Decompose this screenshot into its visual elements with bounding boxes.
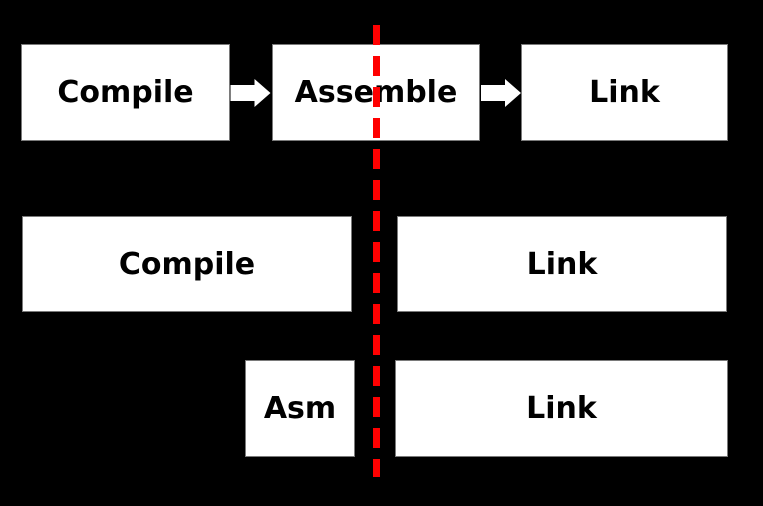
box-asm: Asm — [245, 360, 355, 457]
arrow-right-icon — [230, 79, 271, 107]
arrow-right-shape — [230, 79, 271, 107]
box-label-link: Link — [526, 391, 597, 426]
box-label-link: Link — [526, 246, 598, 282]
box-label-compile: Compile — [57, 75, 194, 110]
arrow-right-icon — [481, 79, 521, 107]
box-assemble-pipeline: Assemble — [272, 44, 480, 141]
box-label-link: Link — [589, 75, 660, 110]
box-label-compile: Compile — [118, 246, 256, 282]
box-link-bottom: Link — [395, 360, 728, 457]
box-label-assemble: Assemble — [294, 75, 458, 110]
box-link-middle: Link — [397, 216, 727, 312]
box-compile-pipeline: Compile — [21, 44, 230, 141]
box-link-pipeline: Link — [521, 44, 728, 141]
box-label-asm: Asm — [263, 391, 337, 426]
box-compile-wide: Compile — [22, 216, 352, 312]
arrow-right-shape — [481, 79, 521, 107]
